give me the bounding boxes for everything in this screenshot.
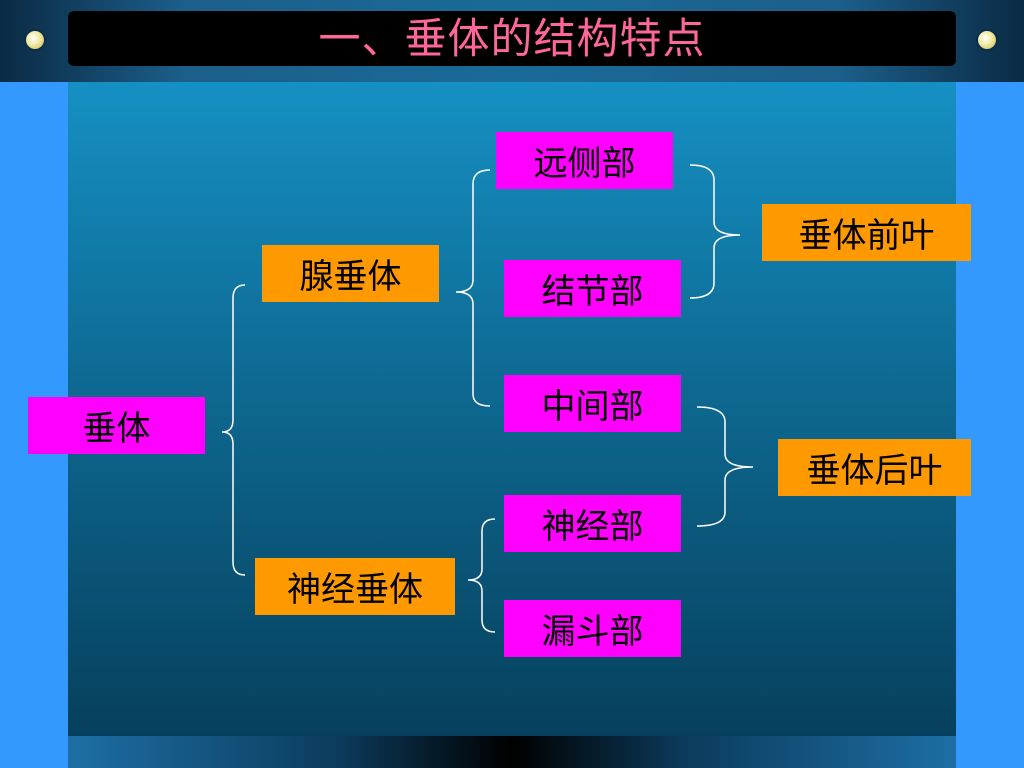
pars-nervosa-label: 神经部 [541, 507, 644, 547]
posterior-lobe-box: 垂体后叶 [778, 439, 971, 496]
neurohypophysis-label: 神经垂体 [287, 570, 423, 610]
posterior-lobe-label: 垂体后叶 [806, 451, 943, 491]
adenohypophysis-label: 腺垂体 [299, 257, 402, 297]
root-box: 垂体 [28, 397, 205, 454]
bottom-bar [68, 736, 956, 768]
pars-intermedia-label: 中间部 [541, 387, 644, 427]
pars-tuberalis-box: 结节部 [504, 260, 681, 317]
infundibulum-box: 漏斗部 [504, 600, 681, 657]
title-box [68, 11, 956, 66]
anterior-lobe-label: 垂体前叶 [798, 216, 935, 256]
neurohypophysis-box: 神经垂体 [255, 558, 455, 615]
brace-neuro [467, 518, 496, 633]
infundibulum-label: 漏斗部 [541, 612, 644, 652]
bullet-ornament-left-icon [24, 29, 46, 51]
bullet-ornament-right-icon [976, 29, 998, 51]
pars-distalis-box: 远侧部 [496, 132, 673, 189]
brace-root [221, 284, 246, 576]
pars-tuberalis-label: 结节部 [541, 272, 644, 312]
pars-distalis-label: 远侧部 [533, 144, 636, 184]
slide-title: 一、垂体的结构特点 [318, 14, 706, 63]
adenohypophysis-box: 腺垂体 [262, 245, 439, 302]
brace-posterior [696, 406, 754, 527]
anterior-lobe-box: 垂体前叶 [762, 204, 971, 261]
root-label: 垂体 [82, 409, 151, 449]
brace-adeno [455, 169, 491, 407]
pars-intermedia-box: 中间部 [504, 375, 681, 432]
brace-anterior [689, 164, 741, 299]
pars-nervosa-box: 神经部 [504, 495, 681, 552]
